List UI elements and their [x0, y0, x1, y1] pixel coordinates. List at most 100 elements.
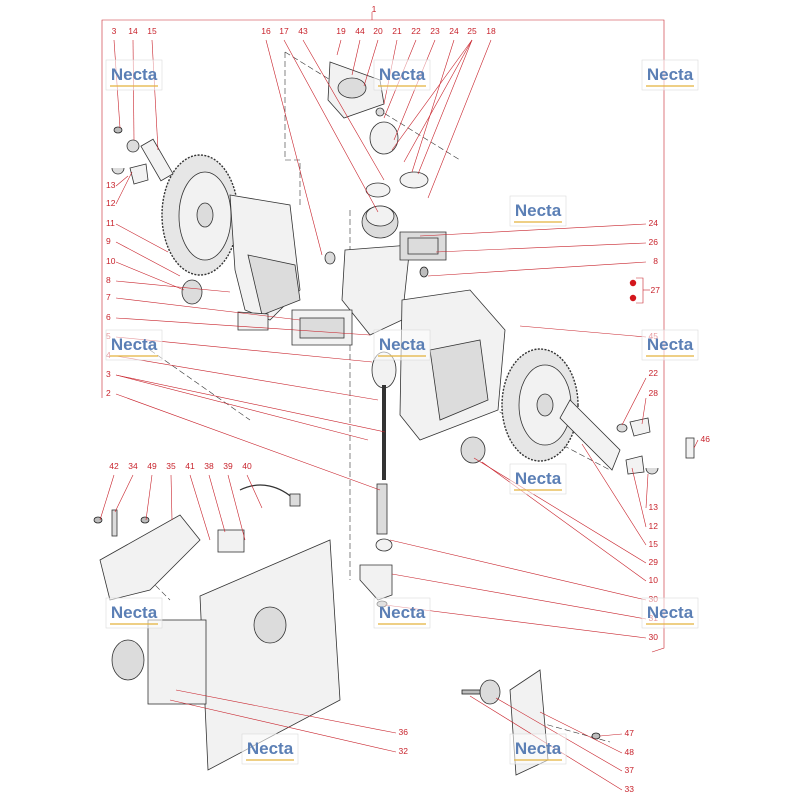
callout-bottom_left-49: 49: [147, 461, 157, 471]
leader-line: [115, 374, 386, 433]
callout-bottom_left-35: 35: [166, 461, 176, 471]
necta-watermark: Necta: [641, 329, 699, 361]
screw-47: [591, 732, 601, 740]
necta-watermark: Necta: [373, 59, 431, 91]
necta-logo-text: Necta: [647, 603, 694, 622]
leader-line: [391, 39, 473, 151]
callout-bottom_left-38: 38: [204, 461, 214, 471]
callout-bottom_left-40: 40: [242, 461, 252, 471]
callout-top-21: 21: [392, 26, 402, 36]
leader-line: [419, 223, 647, 237]
valve-bottom: [359, 564, 393, 601]
callout-right-46: 46: [701, 434, 711, 444]
bottom-left-assembly: [93, 484, 341, 771]
leader-line: [641, 397, 647, 425]
motor-panel-32: [199, 539, 341, 771]
necta-watermark: Necta: [373, 329, 431, 361]
callout-right-15: 15: [649, 539, 659, 549]
callout-top-18: 18: [486, 26, 496, 36]
leader-line: [115, 280, 231, 293]
leader-line: [283, 39, 379, 213]
pinion-left: [181, 279, 203, 305]
callout-top-19: 19: [336, 26, 346, 36]
necta-watermark: Necta: [641, 59, 699, 91]
spring-center: [376, 483, 388, 535]
callout-top-3: 3: [112, 26, 117, 36]
callout-bottom_right-48: 48: [625, 747, 635, 757]
callout-right-13: 13: [649, 502, 659, 512]
screw-left: [113, 126, 123, 134]
leader-line: [115, 355, 379, 401]
washer-left: [126, 139, 140, 153]
callout-right-22: 22: [649, 368, 659, 378]
motor-36: [147, 619, 207, 705]
leader-line: [599, 733, 623, 737]
leader-line: [351, 39, 361, 76]
crank-arm-right: [559, 399, 621, 471]
dosing-body: [341, 244, 411, 336]
leader-line: [151, 39, 159, 151]
necta-logo-text: Necta: [515, 201, 562, 220]
leader-line: [631, 467, 647, 528]
callout-left-3: 3: [106, 369, 111, 379]
callout-top-17: 17: [279, 26, 289, 36]
leader-line: [115, 297, 301, 321]
leader-line: [145, 474, 153, 521]
necta-watermark: Necta: [105, 329, 163, 361]
leader-line: [115, 374, 369, 441]
callout-left-6: 6: [106, 312, 111, 322]
necta-logo-text: Necta: [379, 335, 426, 354]
pin-46: [685, 437, 695, 459]
callout-bottom_right-37: 37: [625, 765, 635, 775]
callout-right-12: 12: [649, 521, 659, 531]
necta-watermark: Necta: [509, 463, 567, 495]
necta-watermark: Necta: [509, 195, 567, 227]
necta-logo-text: Necta: [247, 739, 294, 758]
leader-line: [115, 223, 169, 253]
callout-top-24: 24: [449, 26, 459, 36]
callout-top-23: 23: [430, 26, 440, 36]
leader-line: [481, 461, 647, 582]
callout-bottom_left-32: 32: [399, 746, 409, 756]
necta-watermark: Necta: [509, 733, 567, 765]
marker-dot-upper: [629, 279, 637, 287]
callout-left-10: 10: [106, 256, 116, 266]
marker-dot-lower: [629, 294, 637, 302]
leader-line: [417, 39, 473, 175]
callout-top-14: 14: [128, 26, 138, 36]
leader-line: [336, 39, 342, 56]
necta-watermark: Necta: [105, 59, 163, 91]
filter-disc: [399, 171, 429, 189]
callout-top-16: 16: [261, 26, 271, 36]
callout-bottom_left-39: 39: [223, 461, 233, 471]
leader-line: [114, 474, 134, 513]
left-gear-motor-group: [111, 126, 336, 331]
leader-line: [411, 39, 455, 173]
necta-logo-text: Necta: [111, 65, 158, 84]
leader-line: [389, 539, 647, 601]
callout-left-11: 11: [106, 218, 115, 228]
leader-line: [473, 457, 647, 564]
callout-right-10: 10: [649, 575, 659, 585]
mesh-disc: [365, 182, 391, 198]
leader-line: [621, 377, 647, 426]
callout-top-15: 15: [147, 26, 157, 36]
callout-right-29: 29: [649, 557, 659, 567]
part-37: [479, 679, 501, 705]
leader-line: [115, 175, 129, 187]
leader-line: [227, 474, 246, 541]
leader-line: [645, 473, 649, 509]
callout-bottom_left-41: 41: [185, 461, 195, 471]
leader-line: [403, 39, 473, 163]
callout-right-24: 24: [649, 218, 659, 228]
callout-bottom_right-47: 47: [625, 728, 635, 738]
callout-left-13: 13: [106, 180, 116, 190]
leader-line: [363, 39, 379, 87]
leader-line: [115, 393, 381, 491]
assembly-frame: [101, 12, 665, 653]
bracket-35: [99, 514, 201, 601]
central-dosing-group: [291, 61, 447, 608]
leader-line: [246, 474, 263, 509]
